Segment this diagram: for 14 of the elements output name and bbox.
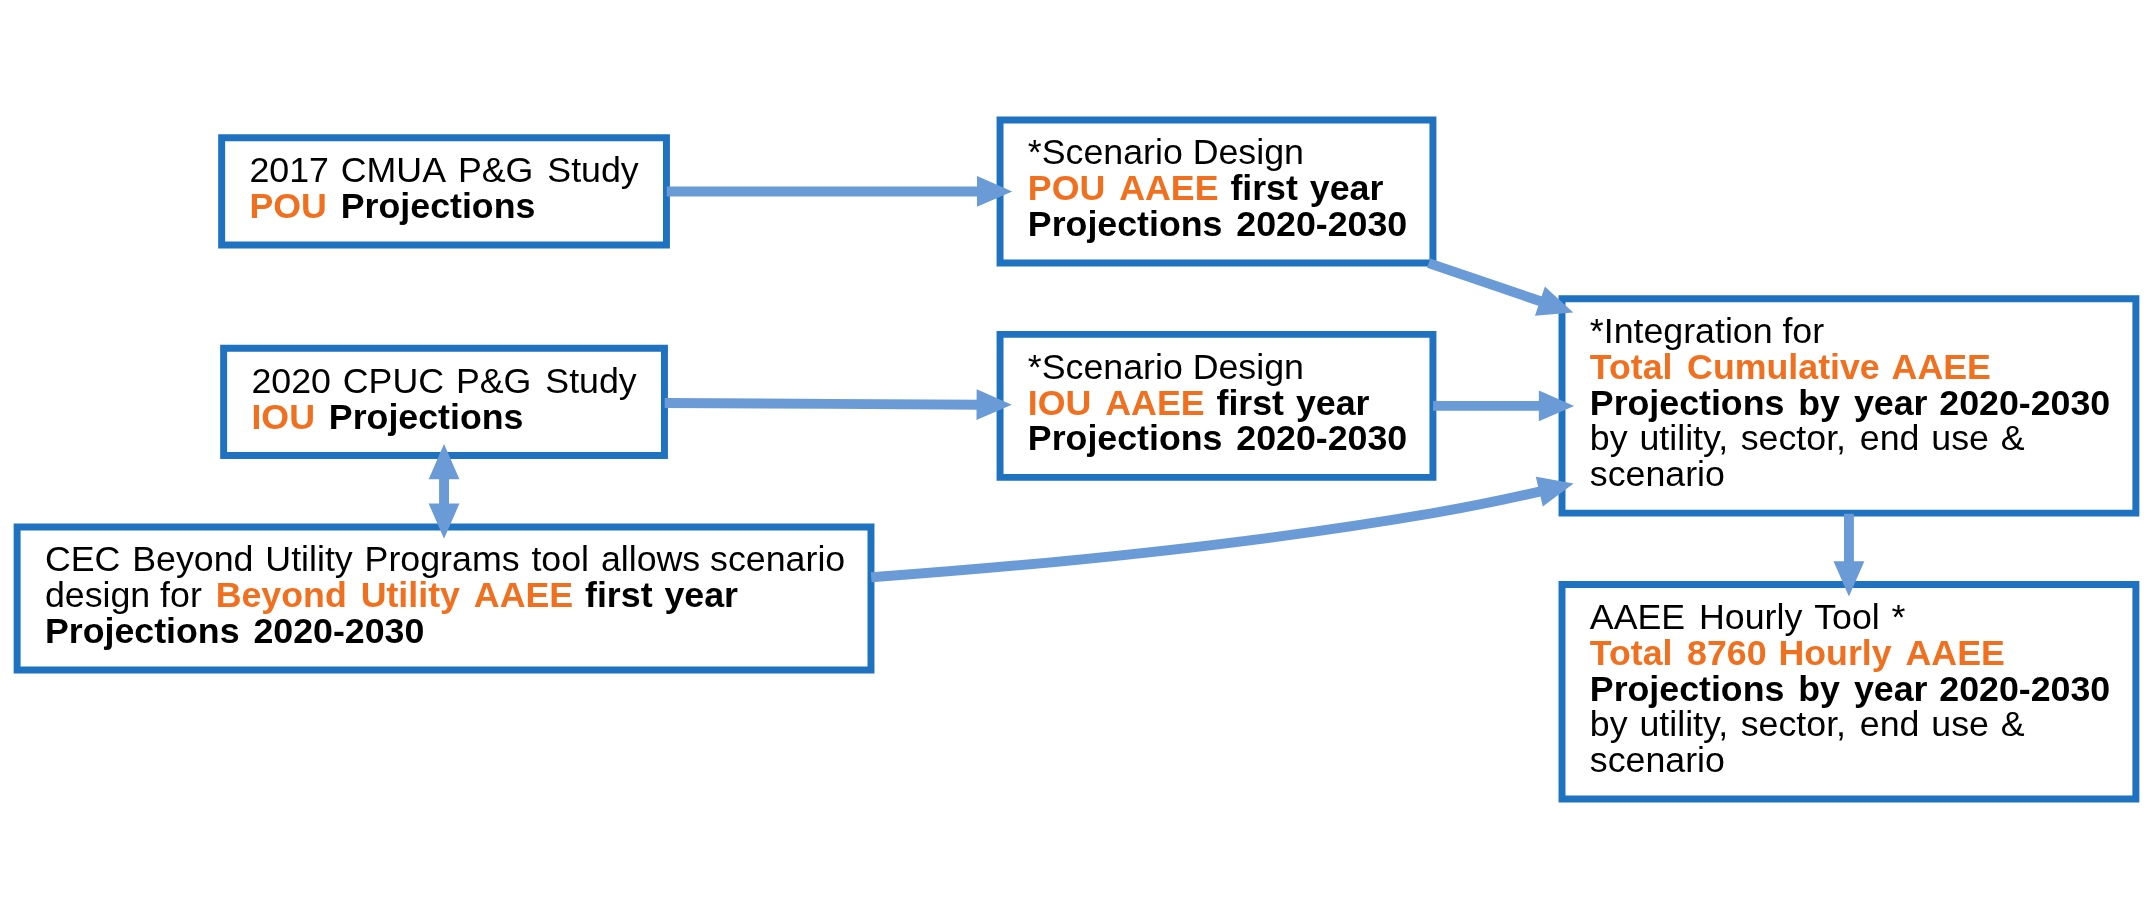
arrow xyxy=(428,443,460,539)
node-box: AAEE Hourly Tool * Total 8760 Hourly AAEE Projections by year 2020-2030 by utility, sector, end use & scenario xyxy=(1558,581,2140,803)
arrow xyxy=(1427,258,1574,316)
arrow xyxy=(1833,513,1865,597)
node-box: CEC Beyond Utility Programs tool allows scenario design for Beyond Utility AAEE first year Projections 2020-2030 xyxy=(13,523,875,674)
node-box: *Integration for Total Cumulative AAEE Projections by year 2020-2030 by utility, sector, end use & scenario xyxy=(1558,295,2140,517)
node-box: *Scenario Design IOU AAEE first year Projections 2020-2030 xyxy=(996,330,1437,481)
arrow xyxy=(870,476,1574,583)
node-box: *Scenario Design POU AAEE first year Projections 2020-2030 xyxy=(996,116,1437,267)
node-box: 2017 CMUA P&G Study POU Projections xyxy=(218,134,670,249)
arrow xyxy=(666,176,1013,207)
arrow xyxy=(664,389,1012,421)
node-box: 2020 CPUC P&G Study IOU Projections xyxy=(220,344,668,459)
arrow xyxy=(1433,390,1575,422)
